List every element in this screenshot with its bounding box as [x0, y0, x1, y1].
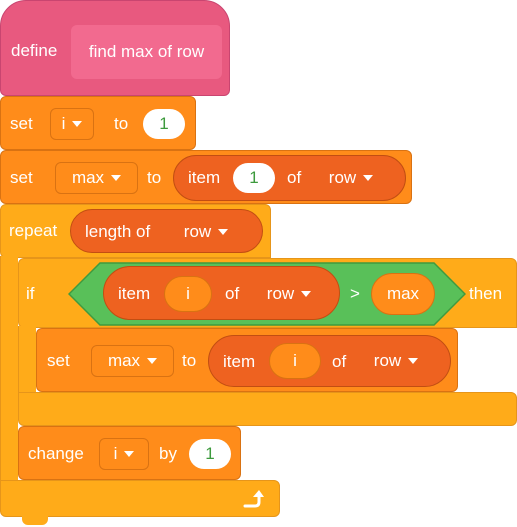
variable-dropdown-label: max — [71, 168, 105, 187]
set-keyword: set — [10, 114, 33, 133]
repeat-keyword: repeat — [9, 221, 58, 240]
list-dropdown-label: row — [373, 351, 402, 370]
to-keyword: to — [182, 351, 197, 370]
dropdown-caret-icon — [218, 229, 229, 235]
loop-arrow-icon — [243, 490, 264, 508]
dropdown-caret-icon — [147, 358, 158, 364]
list-dropdown-row[interactable]: row — [320, 163, 382, 193]
repeat-block-arm — [0, 256, 18, 482]
number-input[interactable]: 1 — [189, 439, 231, 469]
change-keyword: change — [28, 444, 84, 463]
item-keyword: item — [118, 284, 151, 303]
change-i-block[interactable]: change i by 1 — [18, 426, 241, 480]
to-keyword: to — [114, 114, 129, 133]
custom-block-name-label: find max of row — [88, 42, 205, 61]
variable-dropdown-max[interactable]: max — [55, 162, 138, 194]
if-keyword: if — [26, 284, 35, 303]
set-max-block[interactable]: set max to item 1 of row — [0, 150, 412, 204]
to-keyword: to — [147, 168, 162, 187]
of-keyword: of — [287, 168, 302, 187]
condition-item-of-list-reporter[interactable]: item i of row — [103, 266, 340, 320]
variable-dropdown-max[interactable]: max — [91, 345, 174, 377]
if-block-footer[interactable] — [18, 392, 517, 426]
dropdown-caret-icon — [301, 291, 312, 297]
dropdown-caret-icon — [72, 121, 83, 127]
variable-dropdown-i[interactable]: i — [99, 438, 149, 470]
dropdown-caret-icon — [111, 175, 122, 181]
dropdown-caret-icon — [408, 358, 419, 364]
define-block[interactable]: define find max of row — [0, 0, 230, 96]
if-block-arm — [18, 326, 36, 394]
custom-block-name[interactable]: find max of row — [71, 25, 222, 79]
list-dropdown-row[interactable]: row — [365, 346, 427, 376]
variable-dropdown-label: i — [113, 444, 118, 463]
inner-set-max-block[interactable]: set max to item i of row — [36, 328, 458, 392]
index-input[interactable]: 1 — [233, 163, 275, 193]
greater-than-symbol: > — [350, 284, 360, 303]
dropdown-caret-icon — [363, 175, 374, 181]
repeat-bottom-tab — [22, 515, 48, 525]
item-keyword: item — [223, 352, 256, 371]
item-of-list-reporter[interactable]: item i of row — [208, 335, 451, 387]
set-keyword: set — [10, 168, 33, 187]
list-dropdown-label: row — [183, 222, 212, 241]
item-keyword: item — [188, 168, 221, 187]
list-dropdown-row[interactable]: row — [175, 217, 237, 247]
of-keyword: of — [225, 284, 240, 303]
item-of-list-reporter[interactable]: item 1 of row — [173, 155, 406, 201]
list-dropdown-label: row — [328, 168, 357, 187]
length-of-keyword: length of — [85, 222, 151, 241]
repeat-block-footer[interactable] — [0, 480, 280, 517]
variable-reporter-i[interactable]: i — [164, 276, 212, 312]
by-keyword: by — [159, 444, 177, 463]
variable-dropdown-label: max — [107, 351, 141, 370]
define-keyword: define — [11, 41, 58, 60]
variable-dropdown-label: i — [61, 114, 66, 133]
of-keyword: of — [332, 352, 347, 371]
dropdown-caret-icon — [124, 451, 135, 457]
list-dropdown-label: row — [266, 284, 295, 303]
list-dropdown-row[interactable]: row — [258, 279, 320, 309]
variable-reporter-i[interactable]: i — [269, 343, 321, 379]
variable-dropdown-i[interactable]: i — [50, 108, 94, 140]
length-of-list-reporter[interactable]: length of row — [70, 209, 263, 253]
set-i-block[interactable]: set i to 1 — [0, 96, 196, 150]
variable-reporter-max[interactable]: max — [371, 273, 435, 315]
number-input[interactable]: 1 — [143, 109, 185, 139]
set-keyword: set — [47, 351, 70, 370]
then-keyword: then — [469, 284, 503, 303]
